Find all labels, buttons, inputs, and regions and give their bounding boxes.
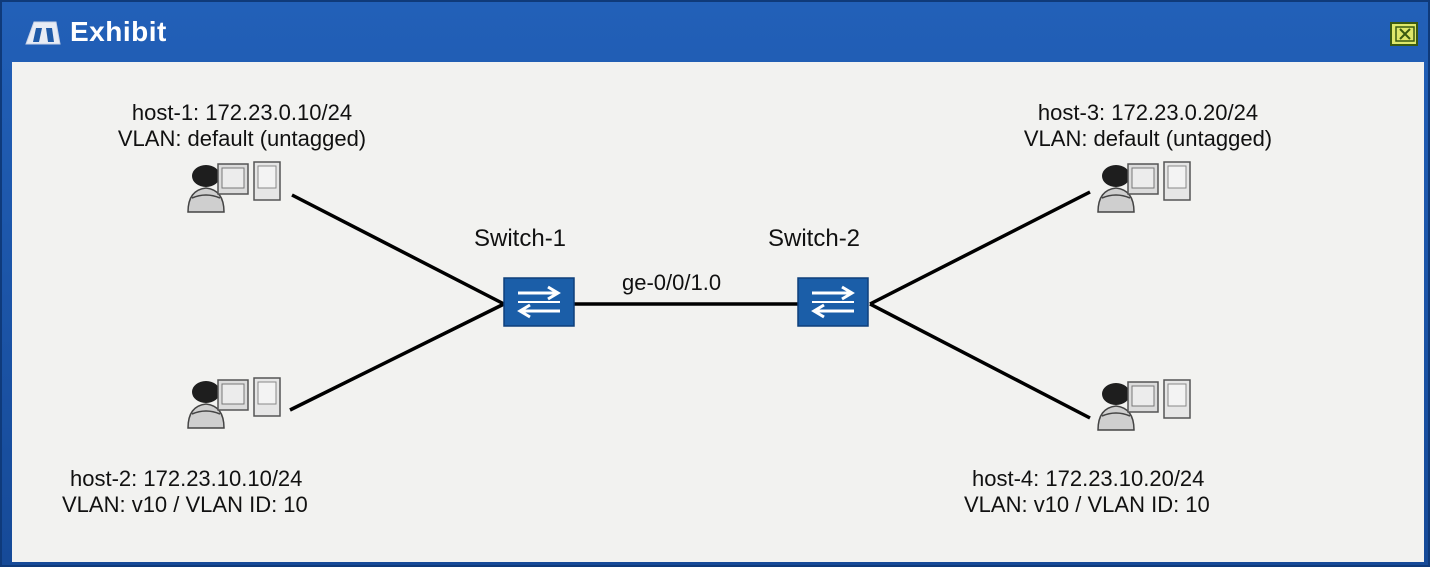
host-1-vlan: VLAN: default (untagged)	[117, 126, 367, 151]
host-2-vlan: VLAN: v10 / VLAN ID: 10	[62, 492, 308, 517]
window-title: Exhibit	[70, 16, 167, 47]
link-host2-switch1	[289, 302, 505, 412]
trunk-port-label: ge-0/0/1.0	[622, 270, 722, 295]
switch-1-icon	[502, 276, 576, 328]
network-diagram	[187, 161, 1191, 431]
switch-1-label: Switch-1	[474, 225, 567, 252]
diagram-area: host-1: 172.23.0.10/24 VLAN: default (un…	[12, 62, 1424, 562]
exhibit-icon	[25, 21, 61, 45]
host-2-icon	[187, 377, 281, 429]
link-switch2-host4	[869, 302, 1091, 420]
host-4-address: host-4: 172.23.10.20/24	[972, 466, 1205, 491]
host-2-label: host-2: 172.23.10.10/24 VLAN: v10 / VLAN…	[62, 466, 308, 518]
host-1-address: host-1: 172.23.0.10/24	[131, 100, 353, 125]
link-switch2-host3	[869, 190, 1091, 306]
link-host1-switch1	[291, 193, 505, 306]
host-3-vlan: VLAN: default (untagged)	[1023, 126, 1273, 151]
host-4-vlan: VLAN: v10 / VLAN ID: 10	[964, 492, 1210, 517]
host-3-address: host-3: 172.23.0.20/24	[1037, 100, 1259, 125]
host-4-icon	[1097, 379, 1191, 431]
switch-2-label: Switch-2	[768, 225, 861, 252]
host-3-label: host-3: 172.23.0.20/24 VLAN: default (un…	[958, 100, 1338, 152]
host-3-icon	[1097, 161, 1191, 213]
close-button[interactable]	[1390, 22, 1418, 46]
switch-2-icon	[796, 276, 870, 328]
host-1-label: host-1: 172.23.0.10/24 VLAN: default (un…	[52, 100, 432, 152]
close-icon	[1395, 26, 1415, 42]
host-2-address: host-2: 172.23.10.10/24	[70, 466, 303, 491]
host-4-label: host-4: 172.23.10.20/24 VLAN: v10 / VLAN…	[964, 466, 1210, 518]
host-1-icon	[187, 161, 281, 213]
title-bar: Exhibit	[2, 2, 1428, 62]
